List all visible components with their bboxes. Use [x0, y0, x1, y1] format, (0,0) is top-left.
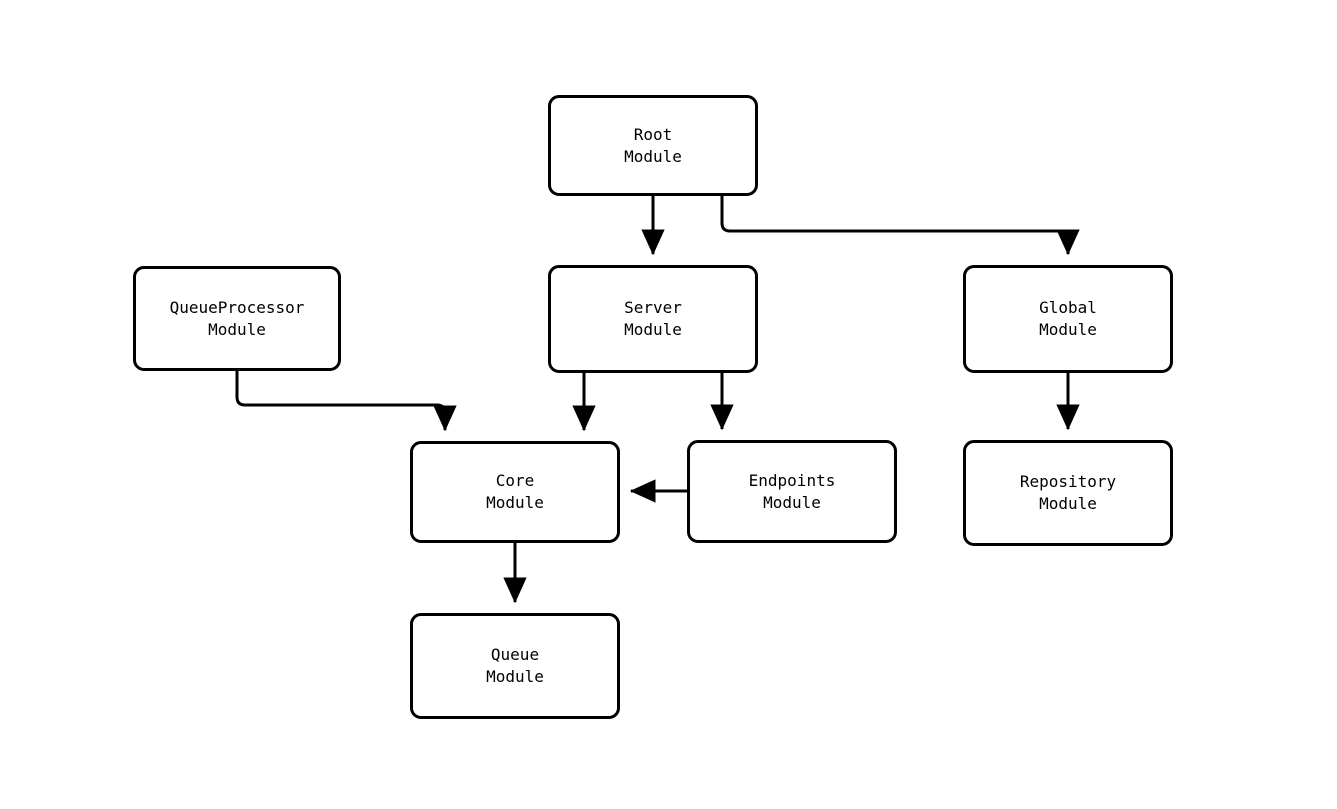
node-server-module-label: Server Module — [624, 298, 682, 339]
edge-root-to-global — [720, 196, 1080, 256]
node-core-module-label: Core Module — [486, 471, 544, 512]
node-server-module[interactable]: Server Module — [548, 265, 758, 373]
node-root-module-label: Root Module — [624, 124, 682, 166]
node-global-module-label: Global Module — [1039, 298, 1097, 339]
node-queue-module-label: Queue Module — [486, 645, 544, 686]
node-core-module[interactable]: Core Module — [410, 441, 620, 543]
node-queueprocessor-module-label: QueueProcessor Module — [169, 297, 305, 339]
edge-queueprocessor-to-core — [235, 371, 457, 432]
node-queue-module[interactable]: Queue Module — [410, 613, 620, 719]
node-root-module[interactable]: Root Module — [548, 95, 758, 196]
node-repository-module[interactable]: Repository Module — [963, 440, 1173, 546]
node-queueprocessor-module[interactable]: QueueProcessor Module — [133, 266, 341, 371]
node-global-module[interactable]: Global Module — [963, 265, 1173, 373]
node-endpoints-module-label: Endpoints Module — [748, 470, 836, 512]
node-endpoints-module[interactable]: Endpoints Module — [687, 440, 897, 543]
node-repository-module-label: Repository Module — [1019, 472, 1117, 513]
